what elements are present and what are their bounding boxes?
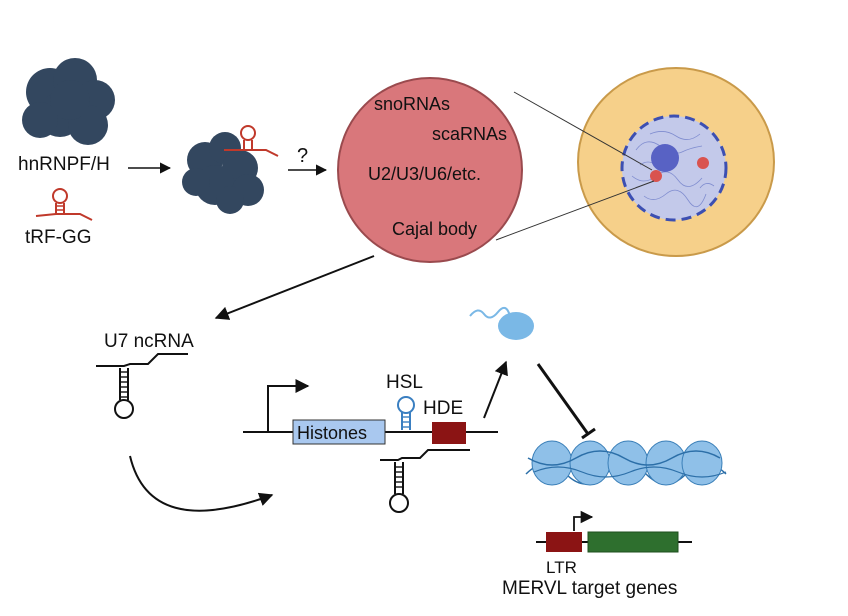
curved-arrow-u7-to-histone <box>129 455 274 512</box>
snornas-label: snoRNAs <box>374 94 450 114</box>
u7-bound-hairpin-icon <box>380 449 470 513</box>
hnrnp-protein-icon <box>22 58 115 145</box>
ltr-label: LTR <box>546 558 577 577</box>
cajal-body-dot-2 <box>697 157 709 169</box>
chromatin-texture <box>631 131 715 208</box>
inhibition-line <box>536 363 590 435</box>
hsl-stem-loop-icon <box>397 396 415 430</box>
scarnas-label: scaRNAs <box>432 124 507 144</box>
hde-label: HDE <box>423 398 463 419</box>
arrow-to-factor <box>483 360 508 419</box>
zoom-line-bottom <box>495 180 655 241</box>
zoom-line-top <box>513 91 653 171</box>
cajal-body-label: Cajal body <box>392 219 477 239</box>
histone-promoter-arrow <box>267 379 310 431</box>
hnrnp-label: hnRNPF/H <box>18 154 110 175</box>
trf-label: tRF-GG <box>25 227 92 248</box>
u7-hairpin-icon <box>96 353 188 419</box>
target-gene-box <box>587 531 679 553</box>
u7-label: U7 ncRNA <box>104 331 194 352</box>
u-rnas-label: U2/U3/U6/etc. <box>368 164 481 184</box>
nucleosome-array <box>525 440 727 486</box>
arrow-to-u7 <box>214 255 375 320</box>
trf-hairpin-icon <box>35 188 93 221</box>
histones-label: Histones <box>297 423 367 443</box>
histones-gene-box <box>292 419 386 445</box>
ltr-box <box>546 532 582 552</box>
factor-protein-icon <box>498 312 534 340</box>
merv-label: MERVL target genes <box>502 578 677 599</box>
nucleolus <box>651 144 679 172</box>
merv-promoter-arrow <box>573 510 594 531</box>
question-mark: ? <box>297 145 308 167</box>
cajal-body-zoom <box>337 77 523 263</box>
bound-trf-icon <box>224 125 279 157</box>
hsl-label: HSL <box>386 372 423 393</box>
factor-tail <box>469 306 511 319</box>
hde-box <box>432 422 466 444</box>
cajal-body-dot <box>650 170 662 182</box>
hnrnp-trf-complex-icon <box>182 132 264 214</box>
inhibition-bar <box>581 427 596 440</box>
